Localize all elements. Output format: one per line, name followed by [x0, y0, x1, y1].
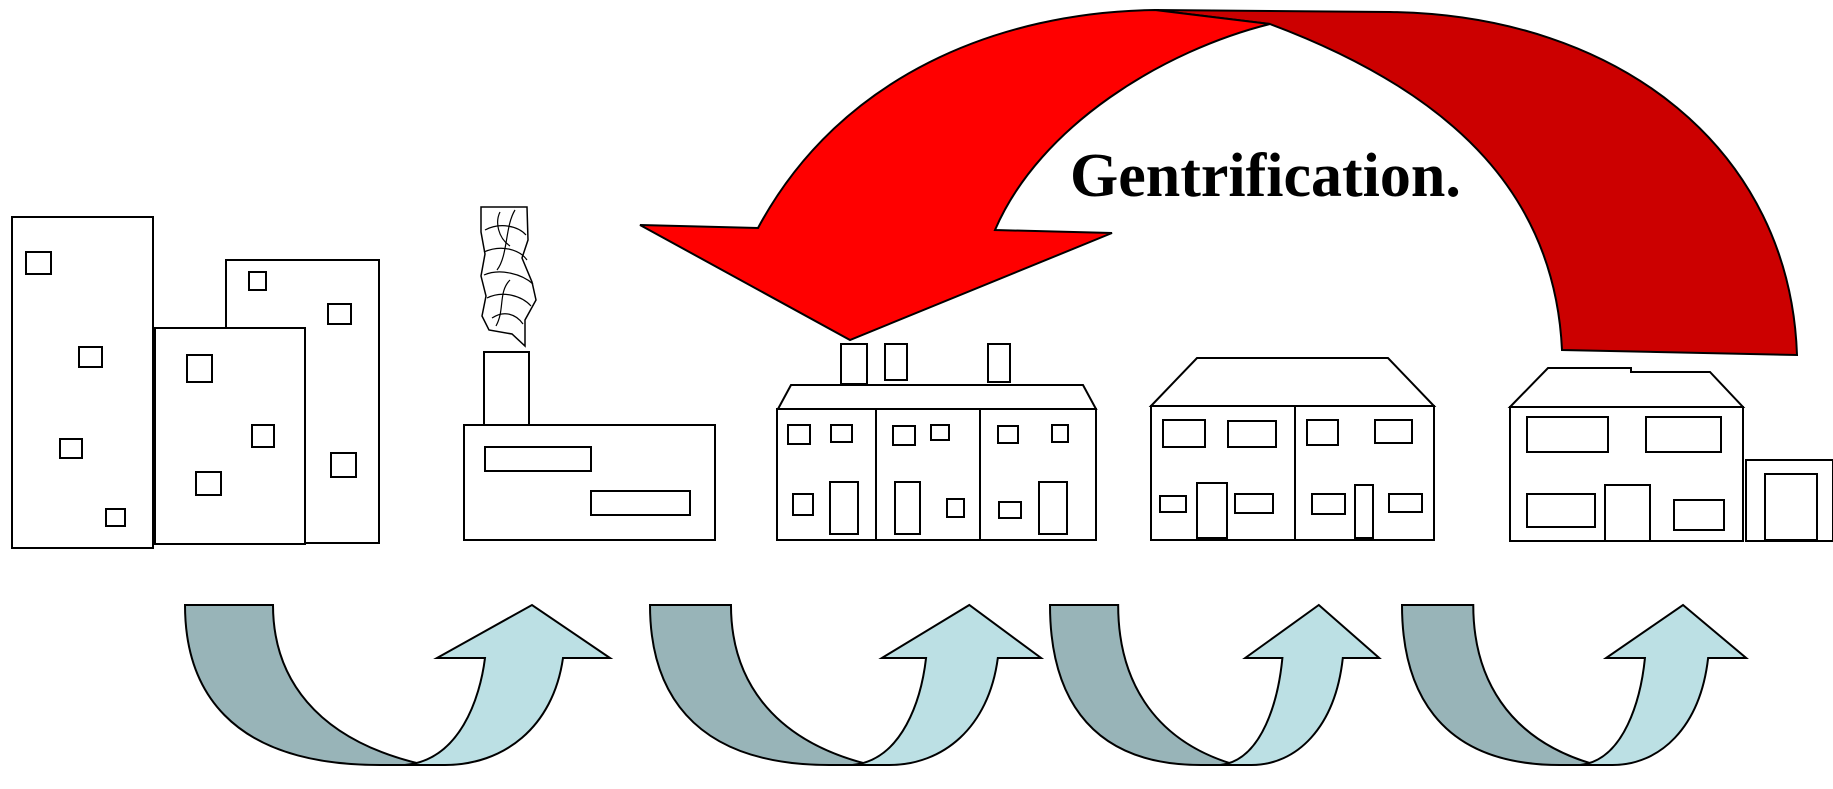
- factory-chimney: [483, 351, 530, 426]
- detached-roof: [1507, 367, 1746, 408]
- semi-roof: [1148, 357, 1437, 407]
- detached-windows: [1526, 416, 1725, 531]
- gentrification-arrow-back: [1154, 9, 1799, 357]
- terrace-chimney: [840, 343, 868, 385]
- factory-window: [590, 490, 691, 516]
- factory-window: [484, 446, 592, 472]
- factory: [463, 206, 716, 541]
- progression-arrow-tail: [1400, 604, 1597, 766]
- semi-detached-houses: [1148, 357, 1437, 541]
- progression-arrow-head: [404, 603, 614, 766]
- progression-arrow-tail: [1048, 604, 1237, 766]
- detached-door: [1604, 484, 1651, 542]
- progression-arrow-tail: [183, 604, 426, 766]
- progression-arrow-head: [852, 603, 1045, 766]
- factory-smoke-icon: [480, 206, 537, 348]
- gentrification-arrow: [639, 8, 1799, 357]
- diagram-title: Gentrification.: [1070, 142, 1461, 210]
- progression-arrow-head: [1580, 603, 1749, 766]
- progression-arrows: [183, 603, 1749, 766]
- high-rise-blocks: [11, 216, 380, 549]
- terrace-roof: [776, 384, 1098, 410]
- tower-front: [154, 327, 306, 545]
- progression-arrow-head: [1220, 603, 1382, 766]
- terrace-chimney: [987, 343, 1011, 383]
- factory-smoke-swirls: [483, 209, 534, 327]
- tower-windows: [25, 251, 357, 527]
- terraced-houses: [776, 343, 1098, 541]
- gentrification-arrow-front: [639, 8, 1271, 342]
- semi-doors: [1196, 482, 1374, 539]
- garage-door: [1764, 473, 1818, 541]
- semi-windows: [1159, 419, 1423, 515]
- factory-building: [463, 424, 716, 541]
- terrace-doors: [829, 481, 1068, 535]
- progression-arrow-tail: [648, 604, 872, 766]
- detached-house: [1507, 367, 1833, 542]
- terrace-chimney: [884, 343, 908, 381]
- terrace-windows: [787, 424, 1069, 519]
